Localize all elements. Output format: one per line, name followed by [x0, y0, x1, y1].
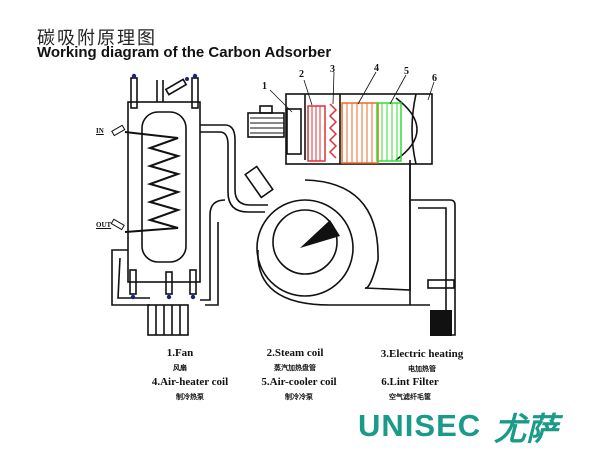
spring-valve-left — [130, 77, 138, 109]
brand-logo: UNISEC — [358, 408, 482, 443]
callout-1: 1 — [262, 81, 267, 92]
electric-heating — [328, 103, 338, 159]
callout-3: 3 — [330, 64, 335, 75]
callout-4: 4 — [374, 63, 379, 74]
brand-logo-cn: 尤萨 — [494, 410, 559, 448]
callout-2: 2 — [299, 69, 304, 80]
drum-housing — [256, 199, 354, 297]
title-english: Working diagram of the Carbon Adsorber — [37, 44, 332, 61]
port-in-label: IN — [96, 127, 104, 135]
air-cooler-coil — [376, 102, 402, 162]
fan-unit — [147, 304, 189, 336]
lint-filter-block — [430, 310, 452, 336]
drum-scroll — [304, 160, 411, 291]
drum-paddle — [300, 220, 340, 248]
port-out-label: OUT — [96, 221, 112, 229]
air-heater-coil — [341, 102, 379, 164]
drum-inner — [272, 209, 338, 275]
fan-blades — [286, 108, 302, 155]
title-chinese: 碳吸附原理图 — [37, 28, 157, 49]
callout-5: 5 — [404, 66, 409, 77]
heat-coil — [124, 131, 182, 233]
adsorber-tank — [141, 111, 187, 263]
callout-6: 6 — [432, 73, 437, 84]
air-handling-box — [285, 93, 433, 165]
adsorber-frame — [127, 101, 201, 283]
spring-valve-right — [191, 77, 199, 109]
